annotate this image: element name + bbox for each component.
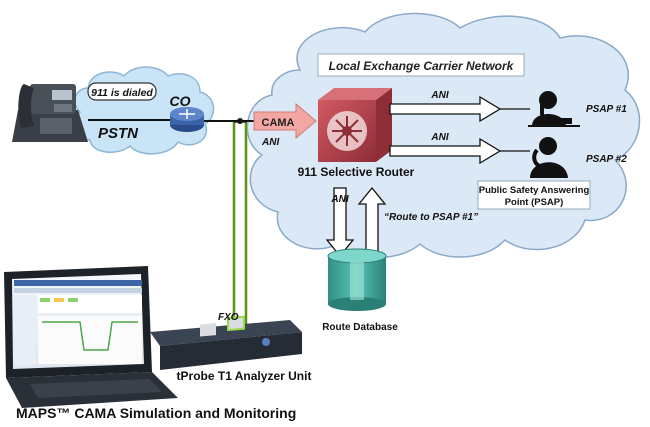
co-label: CO [170, 93, 191, 109]
ani-mid-label: ANI [430, 132, 448, 143]
fxo-label: FXO [218, 312, 239, 323]
pstn-label: PSTN [98, 125, 139, 142]
ani-top-label: ANI [430, 90, 448, 101]
ani-arrow-psap2 [389, 137, 530, 165]
route-to-label: “Route to PSAP #1” [384, 212, 478, 223]
tprobe-label: tProbe T1 Analyzer Unit [177, 369, 312, 383]
ani-arrow-psap1 [389, 95, 530, 123]
lec-title-box: Local Exchange Carrier Network [317, 53, 525, 77]
ani-down-arrow [325, 187, 355, 258]
ani-cama-label: ANI [261, 137, 279, 148]
cama-arrow: CAMA [253, 102, 317, 140]
psap-desc-line1: Public Safety Answering [479, 185, 590, 196]
route-up-arrow [357, 186, 387, 257]
lec-title: Local Exchange Carrier Network [329, 59, 515, 73]
psap1-label: PSAP #1 [586, 104, 627, 115]
tprobe-device-icon [150, 315, 302, 370]
ani-db-label: ANI [330, 194, 348, 205]
dialed-bubble: 911 is dialed [87, 82, 157, 101]
selective-router-icon [318, 88, 392, 162]
psap2-label: PSAP #2 [586, 154, 627, 165]
psap1-operator-icon [528, 91, 580, 127]
route-db-label: Route Database [322, 322, 398, 333]
psap-description-box: Public Safety Answering Point (PSAP) [477, 180, 591, 210]
psap2-operator-icon [530, 137, 568, 178]
route-database-icon [327, 248, 387, 311]
selective-router-label: 911 Selective Router [298, 165, 415, 179]
footer-caption: MAPS™ CAMA Simulation and Monitoring [16, 405, 296, 421]
laptop-icon [4, 266, 178, 408]
dialed-label: 911 is dialed [91, 87, 153, 99]
co-router-icon [170, 107, 204, 132]
cama-label: CAMA [262, 117, 295, 129]
monitor-tap-line [232, 118, 248, 336]
psap-desc-line2: Point (PSAP) [505, 197, 564, 208]
desk-phone-icon [12, 84, 88, 142]
